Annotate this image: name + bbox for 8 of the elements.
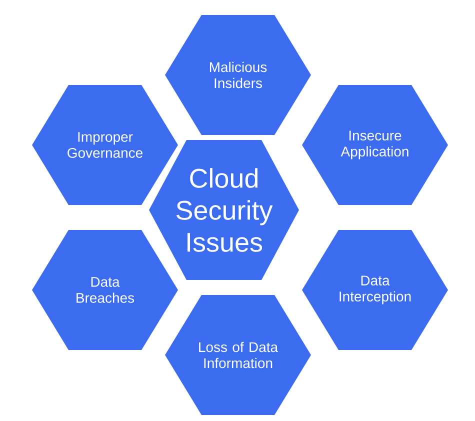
hexagon: Data Interception xyxy=(302,230,448,350)
hexagon: Loss of Data Information xyxy=(165,295,311,415)
hexagon: Improper Governance xyxy=(32,85,178,205)
node-label: Cloud Security Issues xyxy=(176,168,273,252)
hexagon: Cloud Security Issues xyxy=(149,140,299,280)
hexagon: Malicious Insiders xyxy=(165,15,311,135)
hexagon: Data Breaches xyxy=(32,230,178,350)
hexagon: Insecure Application xyxy=(302,85,448,205)
